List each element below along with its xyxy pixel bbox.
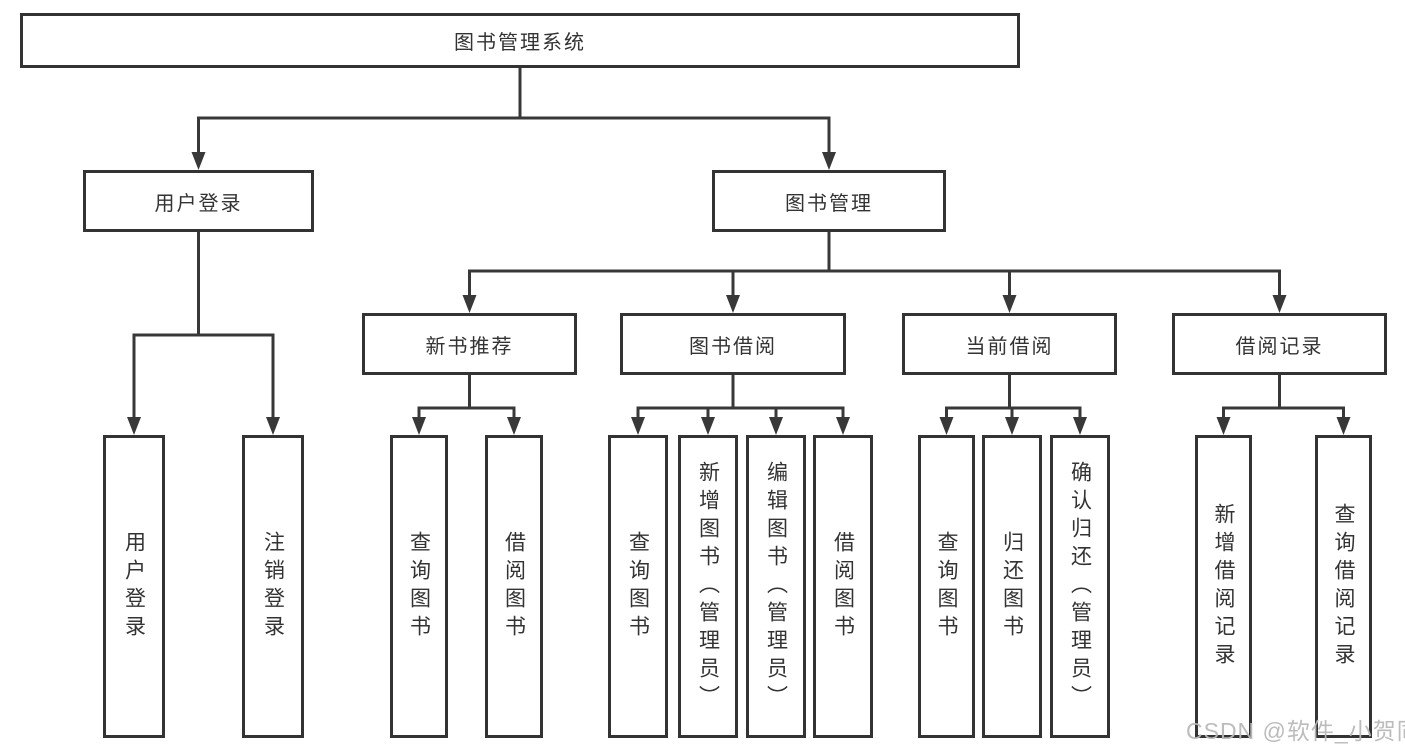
leaf-current-return-book: 归还图书 bbox=[982, 435, 1042, 738]
leaf-borrowing-query-book: 查询图书 bbox=[608, 435, 668, 738]
leaf-borrowing-borrow-book: 借阅图书 bbox=[813, 435, 873, 738]
node-label: 图书管理系统 bbox=[454, 32, 586, 54]
leaf-label: 借阅图书 bbox=[831, 530, 855, 643]
leaf-label: 注销登录 bbox=[261, 530, 285, 643]
watermark: CSDN @软件_小贺同学 bbox=[1186, 718, 1405, 744]
leaf-label: 编辑图书（管理员） bbox=[764, 460, 788, 713]
node-label: 当前借阅 bbox=[965, 335, 1054, 358]
node-label: 借阅记录 bbox=[1235, 335, 1324, 358]
leaf-records-query-borrow-record: 查询借阅记录 bbox=[1315, 435, 1372, 738]
node-new-book-recommendation: 新书推荐 bbox=[362, 313, 577, 375]
node-label: 用户登录 bbox=[154, 192, 243, 215]
leaf-newbook-borrow-book: 借阅图书 bbox=[485, 435, 543, 738]
leaf-current-query-book: 查询图书 bbox=[918, 435, 975, 738]
node-user-login: 用户登录 bbox=[83, 170, 314, 232]
node-label: 新书推荐 bbox=[425, 335, 514, 358]
leaf-borrowing-edit-book-admin: 编辑图书（管理员） bbox=[746, 435, 806, 738]
node-current-borrowing: 当前借阅 bbox=[902, 313, 1117, 375]
leaf-label: 查询图书 bbox=[935, 530, 958, 643]
leaf-label: 新增借阅记录 bbox=[1212, 502, 1235, 671]
leaf-label: 查询借阅记录 bbox=[1332, 502, 1355, 671]
leaf-label: 借阅图书 bbox=[502, 530, 526, 643]
node-book-management-system: 图书管理系统 bbox=[20, 13, 1020, 68]
leaf-borrowing-add-book-admin: 新增图书（管理员） bbox=[678, 435, 738, 738]
leaf-logout: 注销登录 bbox=[242, 435, 304, 738]
leaf-label: 归还图书 bbox=[1000, 530, 1024, 643]
leaf-label: 新增图书（管理员） bbox=[696, 460, 720, 713]
node-label: 图书管理 bbox=[785, 192, 873, 215]
leaf-current-confirm-return-admin: 确认归还（管理员） bbox=[1050, 435, 1110, 738]
leaf-label: 查询图书 bbox=[407, 530, 431, 643]
node-book-management: 图书管理 bbox=[712, 170, 946, 232]
node-borrowing-records: 借阅记录 bbox=[1172, 313, 1387, 375]
leaf-records-add-borrow-record: 新增借阅记录 bbox=[1195, 435, 1252, 738]
leaf-label: 用户登录 bbox=[122, 530, 146, 643]
leaf-label: 确认归还（管理员） bbox=[1068, 460, 1092, 713]
node-book-borrowing: 图书借阅 bbox=[620, 313, 846, 375]
leaf-newbook-query-book: 查询图书 bbox=[390, 435, 448, 738]
leaf-user-login: 用户登录 bbox=[103, 435, 165, 738]
leaf-label: 查询图书 bbox=[626, 530, 650, 643]
node-label: 图书借阅 bbox=[689, 335, 777, 358]
